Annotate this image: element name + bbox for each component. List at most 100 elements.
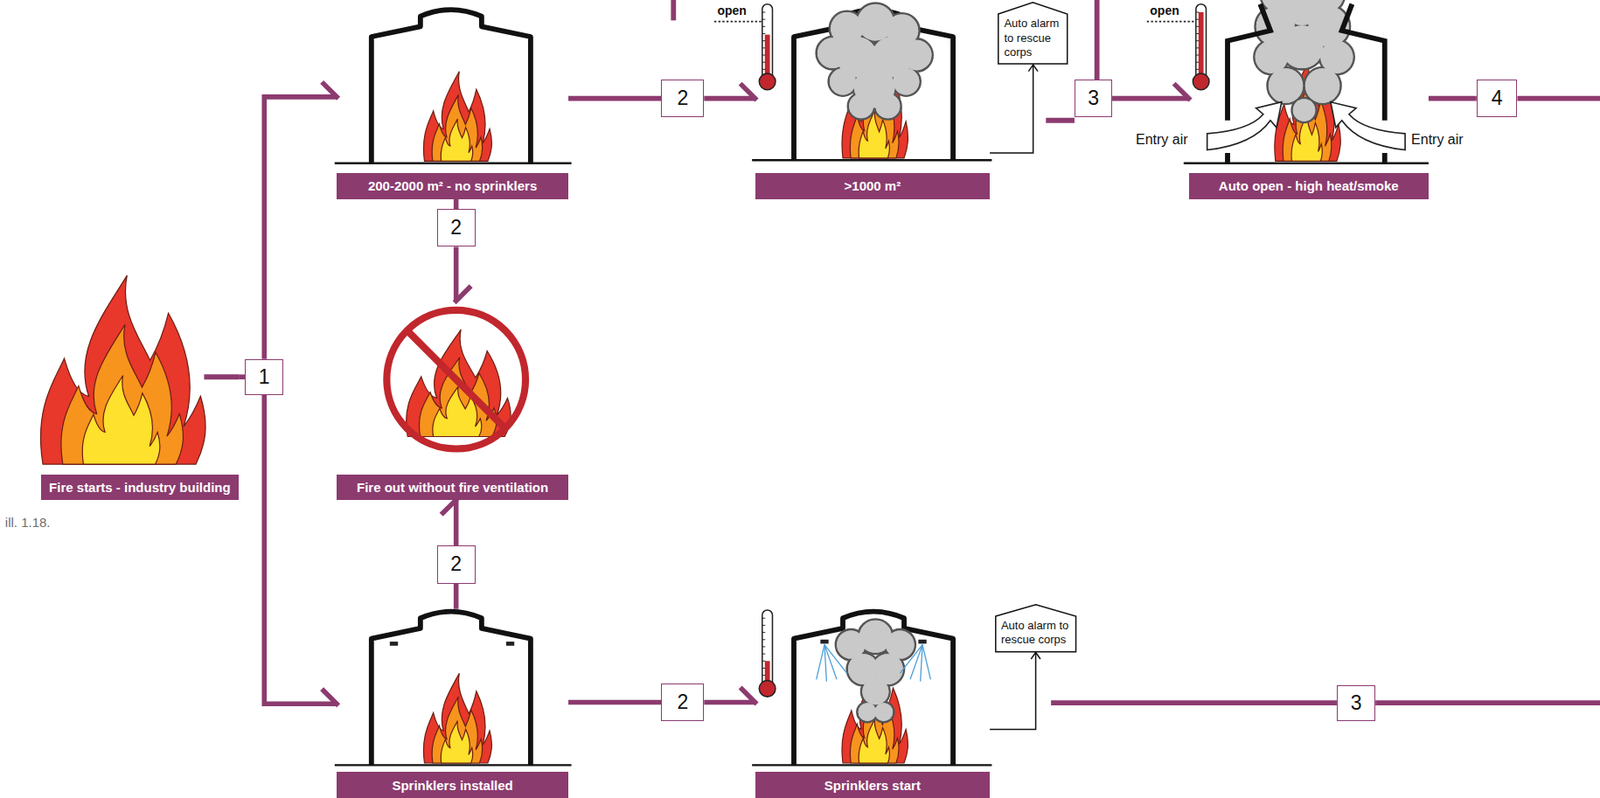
smoke-puff — [858, 702, 877, 722]
smoke-puff — [1280, 25, 1324, 69]
thermometer-tick — [762, 47, 766, 49]
arrow-head — [1029, 64, 1038, 71]
house-shape — [995, 605, 1077, 653]
building-outline — [371, 612, 531, 766]
flow-stub — [670, 0, 676, 21]
flow-connector — [456, 246, 470, 301]
callout-number-text: 1 — [258, 365, 271, 390]
label-band: 200-2000 m² - no sprinklers — [336, 173, 569, 199]
flame-layer — [40, 275, 206, 465]
callout-number: 3 — [1074, 79, 1113, 118]
thermometer-tick — [1196, 40, 1200, 42]
label-band: Sprinklers start — [755, 772, 990, 798]
thermometer — [1192, 4, 1210, 91]
callout-number-text: 2 — [450, 552, 462, 577]
sprinkler-spray — [824, 645, 848, 675]
flow-connector — [264, 83, 337, 360]
alarm-text: Auto alarm to rescue corps — [1003, 16, 1065, 60]
callout-number: 1 — [244, 359, 284, 396]
scene-panel: Auto open - high heat/smoke — [1189, 0, 1429, 200]
sprinkler-head — [389, 641, 398, 647]
flow-stub — [1516, 96, 1600, 102]
callout-number: 2 — [660, 79, 704, 118]
flow-connector — [989, 64, 1038, 154]
thermometer-tick — [762, 646, 766, 647]
thermometer-tick — [762, 632, 766, 634]
sprinkler-spray — [922, 645, 931, 681]
thermometer-tube — [762, 610, 773, 689]
open-level-line-2 — [1147, 20, 1197, 23]
air-label: Entry air — [1135, 132, 1189, 148]
arrow-head — [742, 689, 756, 703]
flame — [40, 275, 206, 465]
thermometer-tube — [762, 4, 773, 83]
flow-connector — [703, 85, 755, 99]
thermometer-bulb — [758, 680, 776, 697]
smoke-puff — [1320, 41, 1353, 74]
callout-number-text: 2 — [676, 690, 689, 715]
thermometer-tick — [1196, 12, 1200, 14]
scene-panel: Fire out without fire ventilation — [336, 300, 569, 501]
flow-stub — [1375, 700, 1600, 706]
flame — [423, 673, 492, 764]
sprinkler-spray — [824, 645, 827, 682]
thermometer-tick — [762, 55, 766, 56]
smoke-cloud — [816, 3, 933, 120]
smoke-puff-outline — [1292, 97, 1317, 123]
prohibition-bar — [407, 330, 506, 429]
callout-number-text: 3 — [1087, 86, 1100, 111]
callout-number-text: 2 — [450, 215, 462, 240]
thermometer-tick — [762, 653, 766, 655]
thermometer-mercury — [1198, 12, 1204, 82]
scene-panel: Sprinklers start — [755, 609, 990, 798]
thermometer-tick — [762, 69, 766, 70]
flow-connector — [455, 584, 457, 610]
flame-layer — [440, 721, 474, 764]
thermometer-tick — [762, 639, 766, 640]
thermometer — [758, 4, 776, 91]
flow-stub — [1050, 700, 1337, 706]
connector-line — [453, 500, 460, 547]
flow-stub — [203, 374, 239, 380]
flow-connector — [455, 199, 457, 210]
smoke-puff — [874, 702, 893, 722]
label-band: Auto open - high heat/smoke — [1189, 173, 1429, 199]
thermometer-tick — [1196, 47, 1200, 49]
thermometer-tick — [1196, 33, 1200, 35]
connector-line — [453, 246, 460, 301]
thermometer-tick — [762, 618, 766, 620]
flow-connector — [989, 652, 1040, 730]
thermometer-tick — [1196, 19, 1200, 21]
callout-number: 2 — [660, 683, 704, 722]
flame-layer — [423, 71, 492, 162]
open-level-line — [714, 20, 764, 23]
figure-caption: ill. 1.18. — [5, 514, 51, 530]
arrow-head — [1031, 652, 1041, 659]
sprinkler-head — [918, 640, 926, 645]
arrow-head — [1175, 85, 1190, 99]
callout-number-text: 4 — [1491, 86, 1503, 111]
arrow-head — [742, 85, 756, 99]
flame-layer — [418, 357, 496, 438]
connector-line — [568, 96, 661, 102]
thermometer-bulb — [1192, 73, 1210, 91]
smoke-puff-outline — [873, 702, 894, 723]
label-band: Sprinklers installed — [336, 772, 569, 798]
band-label: Fire starts - industry building — [48, 480, 231, 495]
smoke-puff-outline — [856, 702, 877, 723]
band-label: 200-2000 m² - no sprinklers — [368, 178, 537, 194]
thermometer-bulb — [758, 73, 776, 91]
smoke-puff — [1293, 98, 1315, 121]
connector-line — [703, 96, 755, 102]
flame-layer — [431, 94, 483, 161]
thermometer-tick — [762, 33, 766, 35]
flow-connector — [568, 702, 661, 703]
callout-number: 4 — [1476, 79, 1518, 118]
flow-connector — [1428, 97, 1477, 99]
alarm-text: Auto alarm to rescue corps — [1001, 619, 1072, 648]
open-level-label: open — [1149, 3, 1179, 18]
connector-line — [568, 700, 661, 706]
flame — [423, 71, 492, 162]
scene-panel: Fire starts - industry building — [41, 270, 239, 501]
